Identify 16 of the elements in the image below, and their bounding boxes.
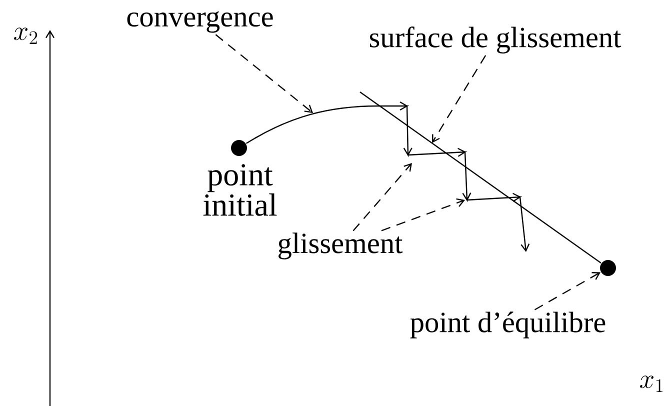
point-dot [231,140,247,156]
axis-label: $x_1$ [640,376,663,392]
leader-line [534,272,601,310]
point-dot [600,260,616,276]
text-label: surface de glissement [370,26,622,54]
leader-line [381,198,465,232]
leader-line [432,55,486,143]
leader-line [215,34,313,113]
axis-label: $x_2$ [14,28,38,44]
leader-line [352,163,412,232]
trajectory-arrow [246,101,530,252]
point-caption: point initial [203,164,277,216]
text-label: point d’équilibre [410,312,606,338]
text-label: glissement [278,232,403,260]
text-label: convergence [127,11,273,33]
sliding-line [360,92,602,264]
